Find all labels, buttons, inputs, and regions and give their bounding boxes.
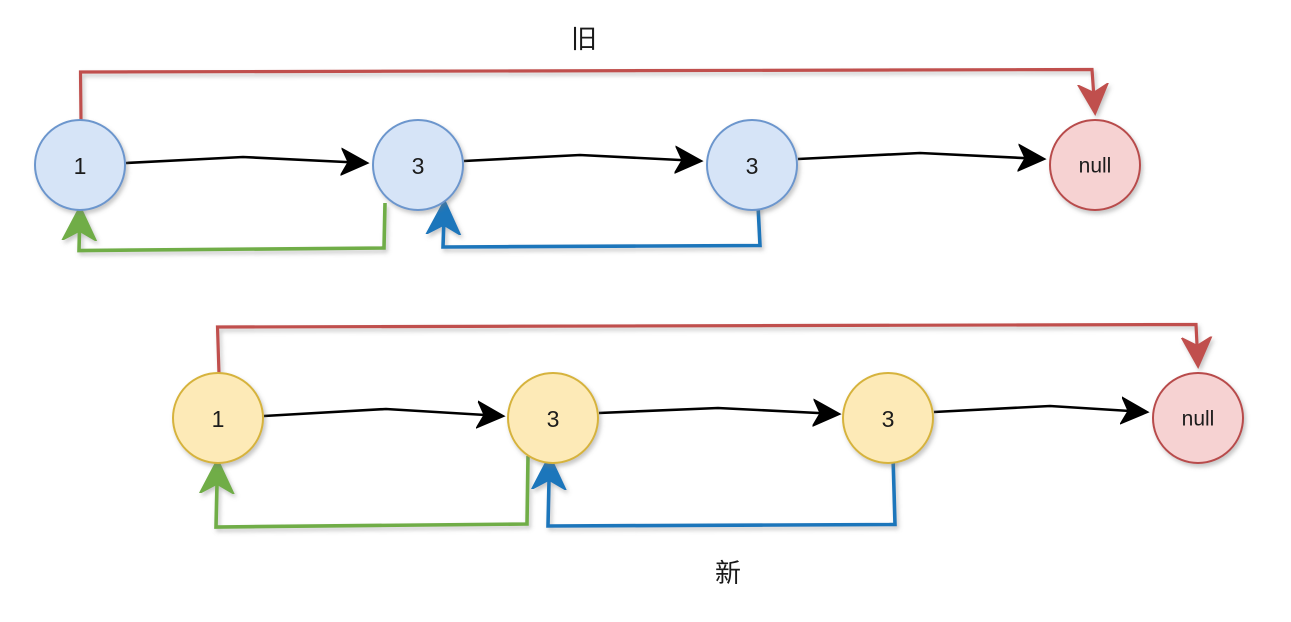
node-new-null[interactable]: null <box>1152 372 1244 464</box>
node-old-1[interactable]: 1 <box>34 119 126 211</box>
edge-new-green-n2-to-n1 <box>216 455 530 529</box>
title-new: 新 <box>715 558 741 588</box>
node-new-1[interactable]: 1 <box>172 372 264 464</box>
node-new-1-circle[interactable] <box>172 372 264 464</box>
node-old-null-label: null <box>1079 155 1112 178</box>
edge-old-next-n1-n2 <box>125 157 366 163</box>
edge-new-next-n2-n3 <box>598 408 838 414</box>
node-new-3[interactable]: 3 <box>842 372 934 464</box>
node-old-null[interactable]: null <box>1049 119 1141 211</box>
edge-old-next-n2-n3 <box>463 155 700 161</box>
node-new-3-label: 3 <box>882 406 895 432</box>
node-new-2[interactable]: 3 <box>507 372 599 464</box>
edge-old-green-n2-to-n1 <box>79 202 387 253</box>
edge-new-next-n1-n2 <box>263 409 502 416</box>
node-new-null-circle[interactable] <box>1152 372 1244 464</box>
node-new-2-label: 3 <box>547 406 560 432</box>
node-old-2-circle[interactable] <box>372 119 464 211</box>
edge-old-blue-n3-to-n2 <box>443 203 762 249</box>
node-old-3-label: 3 <box>746 153 759 179</box>
edge-new-red-head-to-null <box>215 322 1199 375</box>
node-old-2-label: 3 <box>412 153 425 179</box>
title-old: 旧 <box>571 24 597 54</box>
edge-new-next-n3-null <box>933 406 1146 412</box>
old-list-group: 1 3 3 null <box>34 67 1141 253</box>
node-old-null-circle[interactable] <box>1049 119 1141 211</box>
node-new-null-label: null <box>1182 408 1215 431</box>
node-old-1-circle[interactable] <box>34 119 126 211</box>
node-new-2-circle[interactable] <box>507 372 599 464</box>
edge-new-blue-n3-to-n2 <box>548 456 897 528</box>
node-old-3-circle[interactable] <box>706 119 798 211</box>
new-list-group: 1 3 3 null <box>172 322 1244 529</box>
node-old-2[interactable]: 3 <box>372 119 464 211</box>
node-old-1-label: 1 <box>74 153 87 179</box>
node-new-1-label: 1 <box>212 406 225 432</box>
edge-old-red-head-to-null <box>78 67 1096 122</box>
node-new-3-circle[interactable] <box>842 372 934 464</box>
edge-old-next-n3-null <box>797 153 1043 159</box>
node-old-3[interactable]: 3 <box>706 119 798 211</box>
